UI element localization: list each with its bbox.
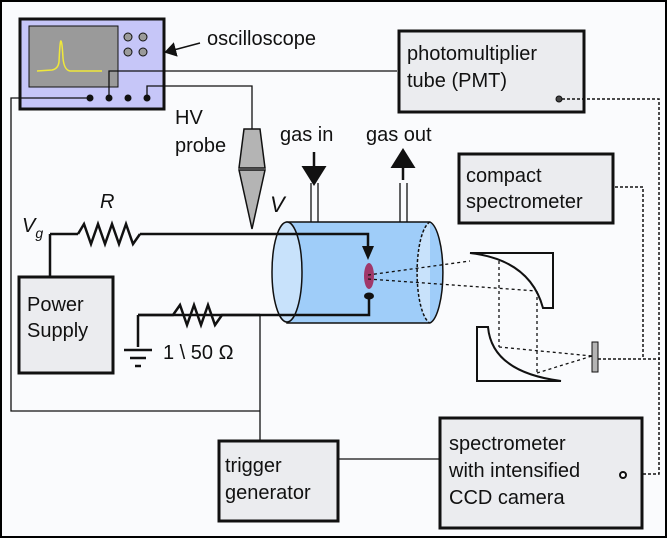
knob	[123, 47, 133, 57]
oscilloscope-label: oscilloscope	[207, 28, 316, 50]
knob	[138, 47, 148, 57]
parabolic-mirror-icon	[469, 252, 554, 309]
probe-handle	[238, 128, 266, 169]
power-supply-box: Power Supply	[17, 275, 115, 375]
iccd-label-line1: spectrometer	[449, 433, 566, 455]
gas-in-port	[310, 183, 319, 222]
electrode-tip-icon	[362, 246, 374, 260]
pmt-label-line2: tube (PMT)	[407, 70, 507, 92]
oscilloscope-screen	[28, 25, 119, 88]
gas-out-label: gas out	[366, 124, 432, 146]
tube-back-end	[416, 221, 431, 324]
shunt-resistor-icon	[138, 301, 260, 329]
fiber-port-icon	[619, 471, 627, 479]
wire-osc-to-pmt	[108, 70, 397, 98]
iccd-spectrometer-box: spectrometer with intensified CCD camera	[438, 416, 644, 530]
parabolic-mirror-icon	[476, 326, 562, 382]
hv-probe-label-line2: probe	[175, 135, 226, 157]
probe-tip	[238, 169, 266, 230]
cylinder-tube-icon	[271, 221, 444, 324]
iccd-spectrometer-frame	[438, 416, 644, 530]
fiber-port-icon	[555, 95, 563, 103]
tube-front-end	[271, 221, 303, 323]
light-ray	[367, 260, 471, 276]
optical-fiber-icon	[591, 341, 599, 373]
voltage-v-label: V	[270, 192, 287, 217]
trigger-generator-label-line2: generator	[225, 482, 311, 504]
input-port	[124, 94, 132, 102]
compact-spectrometer-label-line1: compact	[466, 165, 542, 187]
oscilloscope-pointer-arrow	[164, 42, 201, 57]
wire-osc-to-probe	[146, 85, 253, 129]
iccd-label-line2: with intensified	[448, 460, 580, 482]
pmt-box: photomultiplier tube (PMT)	[397, 29, 586, 114]
hv-probe-icon	[238, 128, 266, 230]
knob	[123, 32, 133, 42]
vg-label: Vg	[22, 215, 43, 241]
gas-out-port	[399, 183, 408, 222]
power-supply-frame	[17, 275, 115, 375]
pmt-box-frame	[397, 29, 586, 114]
shunt-label: 1 \ 50 Ω	[163, 342, 234, 364]
wire-osc-to-trigger	[10, 97, 260, 412]
wire-ground-electrode	[138, 299, 371, 317]
trigger-generator-label-line1: trigger	[225, 455, 282, 477]
light-ray	[367, 278, 538, 292]
ground-icon	[124, 348, 152, 368]
resistor-icon	[76, 220, 142, 248]
trigger-generator-box: trigger generator	[217, 439, 340, 523]
fiber-to-compact-spectrometer	[615, 186, 644, 359]
resistor-r-label: R	[100, 191, 114, 213]
compact-spectrometer-frame	[457, 152, 615, 225]
hv-probe-label-line1: HV	[175, 107, 203, 129]
power-supply-label-line1: Power	[27, 294, 84, 316]
oscilloscope-icon	[18, 17, 166, 111]
gas-in-label: gas in	[280, 124, 333, 146]
signal-trace	[36, 40, 102, 72]
iccd-label-line3: CCD camera	[449, 487, 565, 509]
compact-spectrometer-box: compact spectrometer	[457, 152, 615, 225]
compact-spectrometer-label-line2: spectrometer	[466, 191, 583, 213]
power-supply-label-line2: Supply	[27, 320, 88, 342]
plasma-glow	[364, 263, 374, 289]
knob	[138, 32, 148, 42]
trigger-generator-frame	[217, 439, 340, 523]
ground-electrode	[364, 292, 374, 300]
pmt-label-line1: photomultiplier	[407, 43, 537, 65]
